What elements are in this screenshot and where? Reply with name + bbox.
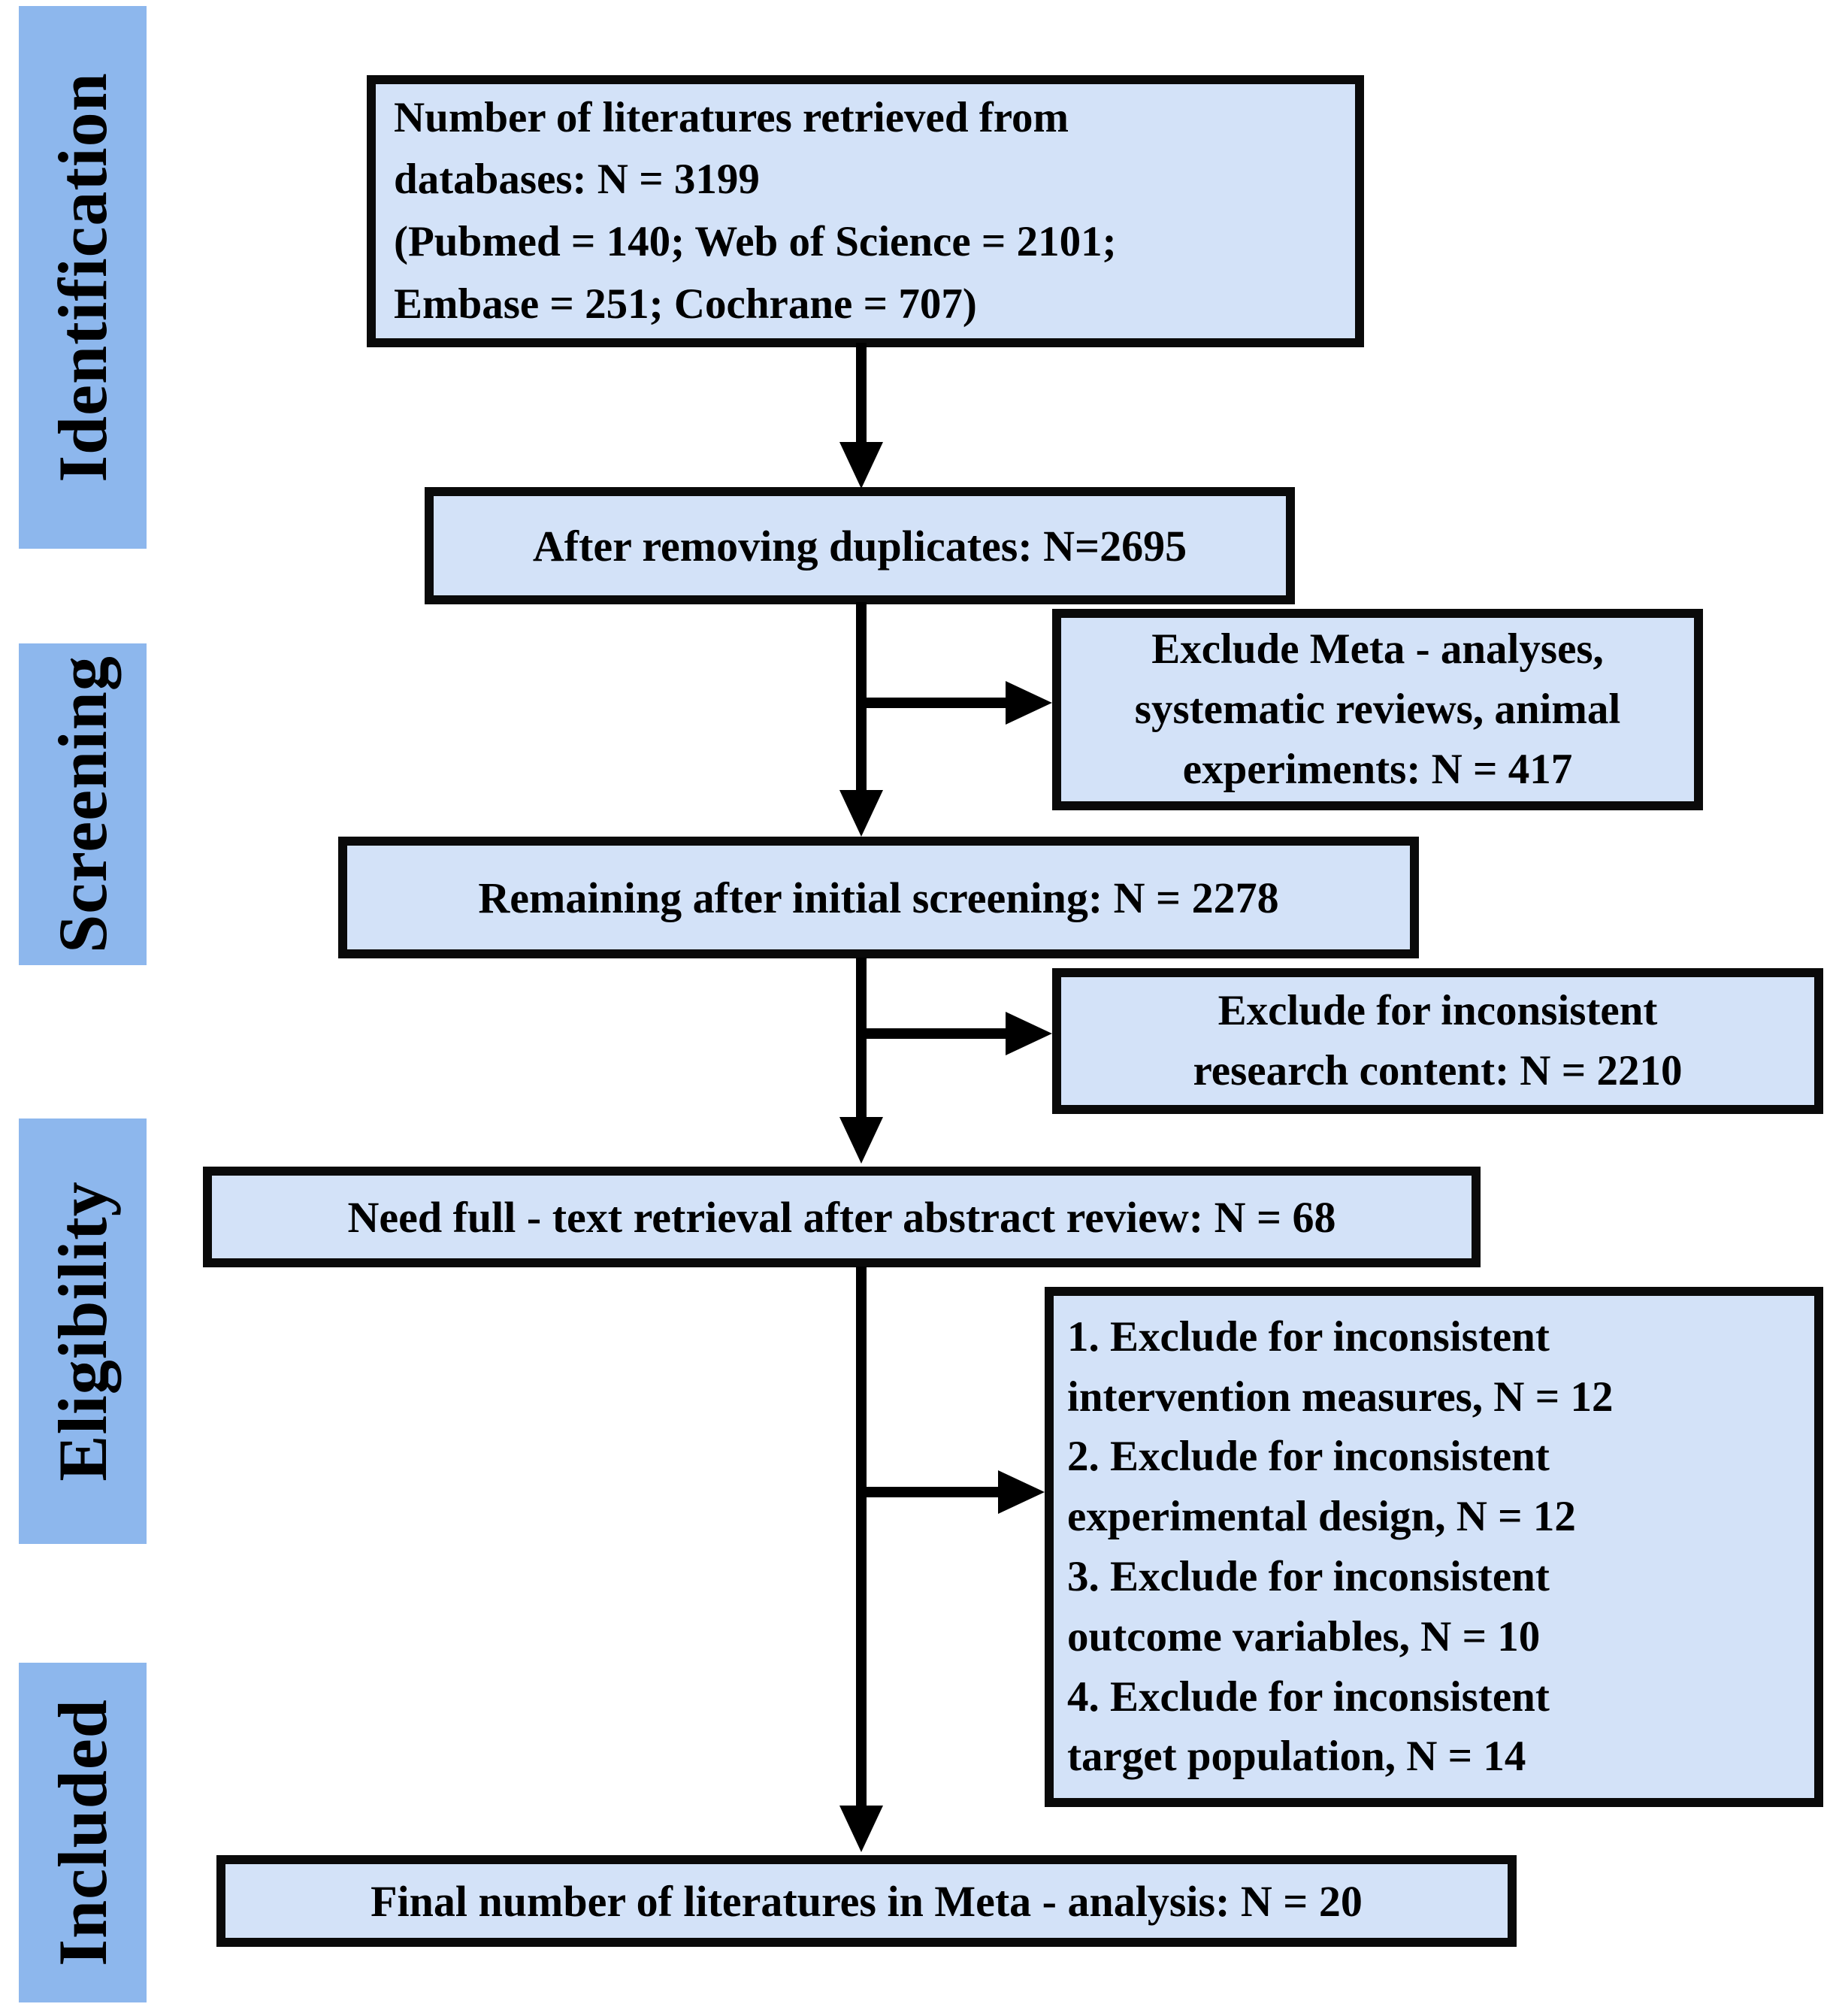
exclusion-reason-item-3: 3. Exclude for inconsistent outcome vari… <box>1067 1553 1550 1660</box>
stage-label-screening: Screening <box>44 655 122 953</box>
exclusion-reason-item-1: 1. Exclude for inconsistent intervention… <box>1067 1312 1614 1421</box>
box-final-included: Final number of literatures in Meta - an… <box>216 1855 1517 1947</box>
box-exclude-meta-analyses-text: Exclude Meta - analyses, systematic revi… <box>1134 625 1621 793</box>
exclusion-reason-item-4: 4. Exclude for inconsistent target popul… <box>1067 1672 1550 1781</box>
box-full-text-retrieval: Need full - text retrieval after abstrac… <box>203 1167 1481 1267</box>
arrow-duplicates-to-screening-line <box>856 602 867 792</box>
arrow-branch-exclude-content-line <box>861 1028 1006 1039</box>
stage-bar-included: Included <box>19 1663 147 2002</box>
arrow-branch-exclusion-reasons-line <box>861 1487 998 1497</box>
stage-label-eligibility: Eligibility <box>44 1181 121 1482</box>
box-final-included-text: Final number of literatures in Meta - an… <box>371 1876 1363 1926</box>
arrow-branch-exclude-meta-head <box>1006 681 1052 725</box>
stage-label-identification: Identification <box>44 72 121 483</box>
box-after-removing-duplicates-text: After removing duplicates: N=2695 <box>532 521 1187 571</box>
box-after-removing-duplicates: After removing duplicates: N=2695 <box>425 487 1295 604</box>
box-exclude-research-content: Exclude for inconsistent research conten… <box>1052 968 1823 1114</box>
box-exclude-meta-analyses: Exclude Meta - analyses, systematic revi… <box>1052 609 1703 810</box>
arrow-retrieved-to-duplicates-head <box>839 442 883 489</box>
stage-bar-screening: Screening <box>19 643 147 965</box>
stage-label-included: Included <box>44 1699 122 1966</box>
arrow-branch-exclude-meta-line <box>861 698 1006 708</box>
arrow-retrieved-to-duplicates-line <box>856 343 867 443</box>
box-full-text-retrieval-text: Need full - text retrieval after abstrac… <box>347 1192 1336 1242</box>
arrow-branch-exclusion-reasons-head <box>998 1470 1045 1514</box>
arrow-fulltext-to-final-head <box>839 1806 883 1852</box>
arrow-duplicates-to-screening-head <box>839 790 883 837</box>
box-remaining-after-screening-text: Remaining after initial screening: N = 2… <box>478 873 1279 922</box>
arrow-branch-exclude-content-head <box>1006 1012 1052 1055</box>
box-remaining-after-screening: Remaining after initial screening: N = 2… <box>338 837 1419 958</box>
stage-bar-eligibility: Eligibility <box>19 1118 147 1544</box>
box-literatures-retrieved-text: Number of literatures retrieved from dat… <box>394 93 1117 328</box>
stage-bar-identification: Identification <box>19 6 147 549</box>
box-exclusion-reasons: 1. Exclude for inconsistent intervention… <box>1045 1287 1823 1807</box>
box-exclude-research-content-text: Exclude for inconsistent research conten… <box>1193 987 1683 1094</box>
exclusion-reason-item-2: 2. Exclude for inconsistent experimental… <box>1067 1433 1576 1541</box>
arrow-fulltext-to-final-line <box>856 1267 867 1807</box>
box-literatures-retrieved: Number of literatures retrieved from dat… <box>367 75 1364 347</box>
arrow-screening-to-fulltext-head <box>839 1117 883 1164</box>
